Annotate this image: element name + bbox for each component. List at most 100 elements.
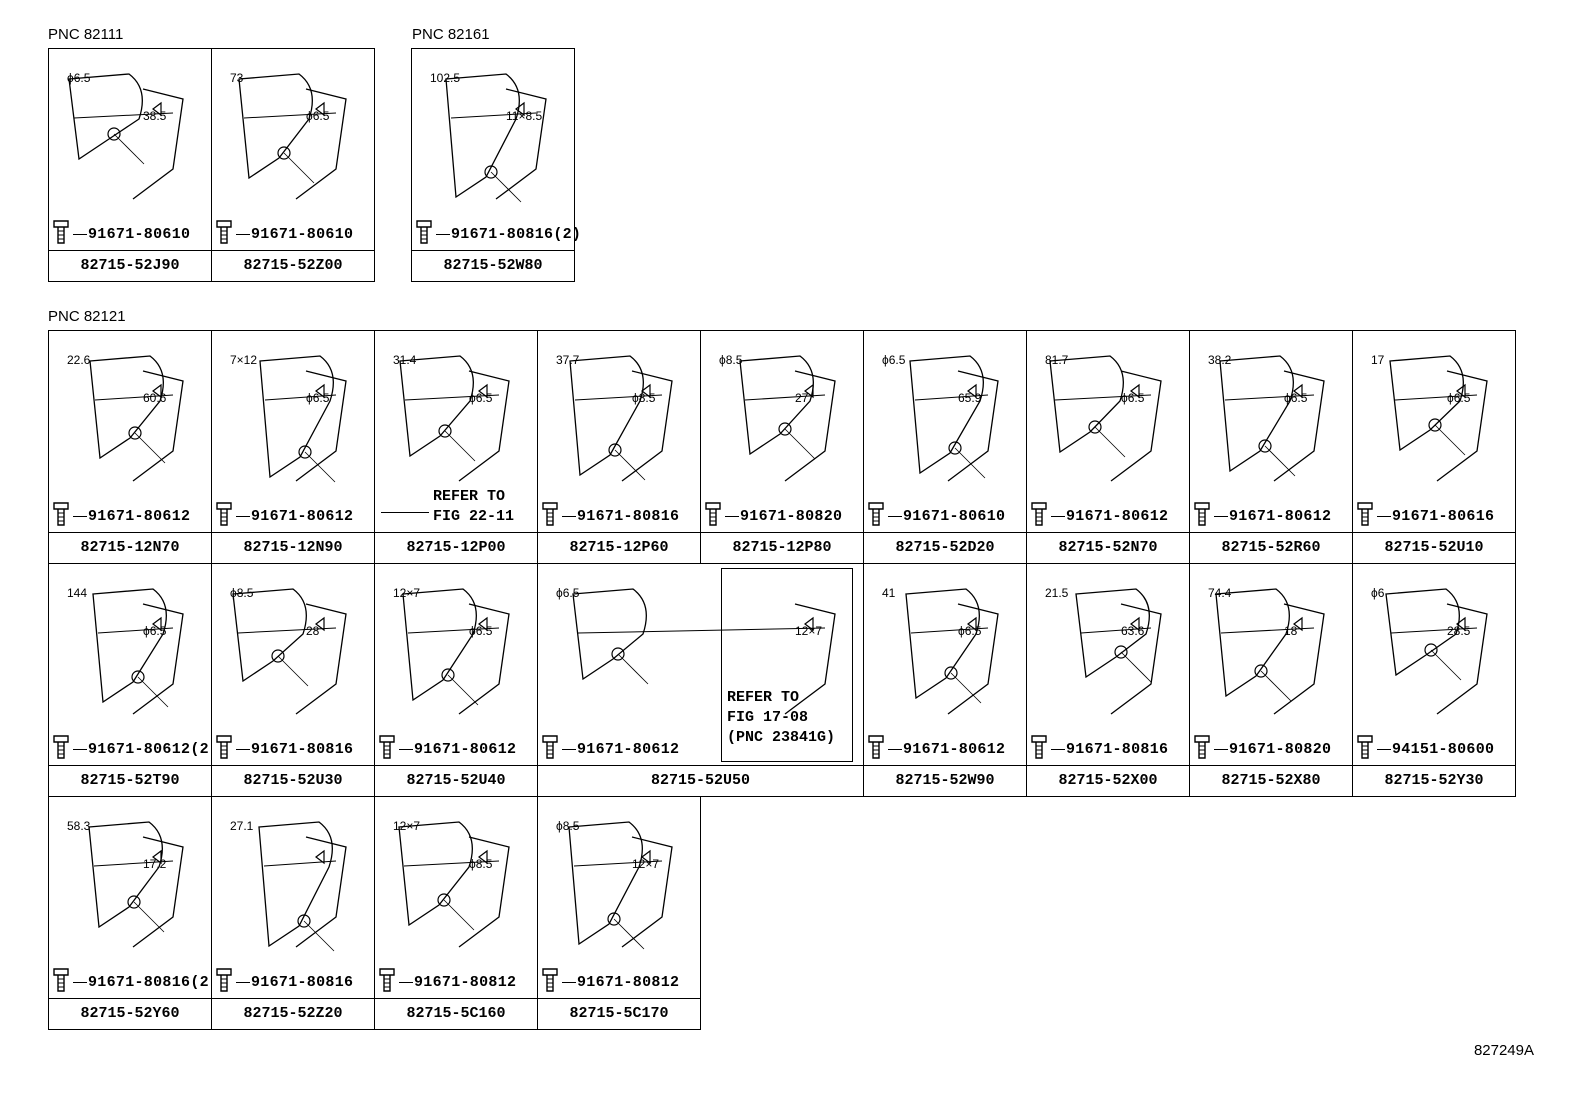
- bolt-part-number: 91671-80812: [399, 974, 516, 991]
- bolt-part-number: 91671-80816: [1051, 741, 1168, 758]
- dimension-label: 74.4: [1208, 586, 1232, 600]
- dimension-label: ϕ8.5: [556, 819, 580, 833]
- part-number: 82715-52U10: [1353, 532, 1515, 563]
- pnc-label: PNC 82161: [412, 26, 490, 43]
- bolt-icon: [379, 735, 395, 759]
- part-number: 82715-5C160: [375, 998, 537, 1029]
- dimension-label: 12×7: [795, 624, 823, 638]
- part-number: 82715-52X00: [1027, 765, 1189, 796]
- dimension-label: 12×7: [632, 857, 660, 871]
- bolt-icon: [1031, 735, 1047, 759]
- bolt-part-number: 91671-80612: [236, 508, 353, 525]
- bracket-drawing: [89, 355, 184, 482]
- bolt-icon: [542, 735, 558, 759]
- bolt-icon: [53, 502, 69, 526]
- bolt-part-number: 91671-80816(2): [436, 226, 581, 243]
- bolt-part-number: 91671-80816: [562, 508, 679, 525]
- part-cell[interactable]: 12×7 ϕ8.5 91671-80812 82715-5C160: [374, 796, 538, 1030]
- part-number: 82715-52U30: [212, 765, 374, 796]
- part-number: 82715-52R60: [1190, 532, 1352, 563]
- dimension-label: 38.2: [1208, 353, 1232, 367]
- part-number: 82715-52W80: [412, 250, 574, 281]
- bolt-part-number: 91671-80816(2): [73, 974, 218, 991]
- bolt-part-number: 91671-80612: [888, 741, 1005, 758]
- dimension-label: ϕ6.5: [882, 353, 906, 367]
- bolt-icon: [53, 220, 69, 244]
- part-number: 82715-52Y60: [49, 998, 211, 1029]
- dimension-label: 31.4: [393, 353, 417, 367]
- dimension-label: 58.3: [67, 819, 91, 833]
- part-number: 82715-52T90: [49, 765, 211, 796]
- dimension-label: 81.7: [1045, 353, 1069, 367]
- part-cell[interactable]: 38.2 ϕ6.5 91671-80612 82715-52R60: [1189, 330, 1353, 564]
- bolt-icon: [416, 220, 432, 244]
- bolt-part-number: 91671-80816: [236, 741, 353, 758]
- dimension-label: ϕ8.5: [469, 857, 493, 871]
- bracket-drawing: [398, 821, 510, 948]
- dimension-label: 28.5: [1447, 624, 1471, 638]
- bolt-icon: [868, 735, 884, 759]
- bolt-icon: [1031, 502, 1047, 526]
- bolt-part-number: 91671-80610: [888, 508, 1005, 525]
- bracket-drawing: [68, 73, 184, 200]
- dimension-label: ϕ6.5: [1121, 391, 1145, 405]
- part-number: 82715-5C170: [538, 998, 700, 1029]
- bolt-part-number: 91671-80612: [1051, 508, 1168, 525]
- dimension-label: 41: [882, 586, 896, 600]
- part-number: 82715-52N70: [1027, 532, 1189, 563]
- part-cell[interactable]: 81.7 ϕ6.5 91671-80612 82715-52N70: [1026, 330, 1190, 564]
- bracket-drawing: [909, 355, 999, 482]
- part-number: 82715-52W90: [864, 765, 1026, 796]
- leader-line: [381, 512, 429, 513]
- dimension-label: 28: [306, 624, 320, 638]
- part-number: 82715-52Z00: [212, 250, 374, 281]
- dimension-label: ϕ6.5: [469, 624, 493, 638]
- dimension-label: ϕ6.5: [556, 586, 580, 600]
- bolt-part-number: 91671-80612: [562, 741, 679, 758]
- dimension-label: ϕ6.5: [67, 71, 91, 85]
- bracket-drawing: [402, 588, 510, 715]
- dimension-label: 12×7: [393, 819, 421, 833]
- part-number: 82715-12N90: [212, 532, 374, 563]
- bolt-icon: [542, 968, 558, 992]
- part-number: 82715-52Y30: [1353, 765, 1515, 796]
- dimension-label: ϕ6.5: [306, 109, 330, 123]
- bracket-drawing: [568, 821, 673, 950]
- bracket-drawing: [1075, 588, 1162, 715]
- bracket-drawing: [232, 588, 347, 715]
- bracket-drawing: [92, 588, 184, 715]
- dimension-label: 65.9: [958, 391, 982, 405]
- dimension-label: 27: [795, 391, 809, 405]
- bolt-part-number: 91671-80612: [1214, 508, 1331, 525]
- pnc-label: PNC 82121: [48, 308, 126, 325]
- dimension-label: ϕ6.5: [1284, 391, 1308, 405]
- dimension-label: 60.6: [143, 391, 167, 405]
- part-number: 82715-52Z20: [212, 998, 374, 1029]
- bolt-icon: [1357, 735, 1373, 759]
- bracket-drawing: [445, 73, 547, 203]
- dimension-label: ϕ8.5: [719, 353, 743, 367]
- bolt-icon: [868, 502, 884, 526]
- bolt-icon: [216, 502, 232, 526]
